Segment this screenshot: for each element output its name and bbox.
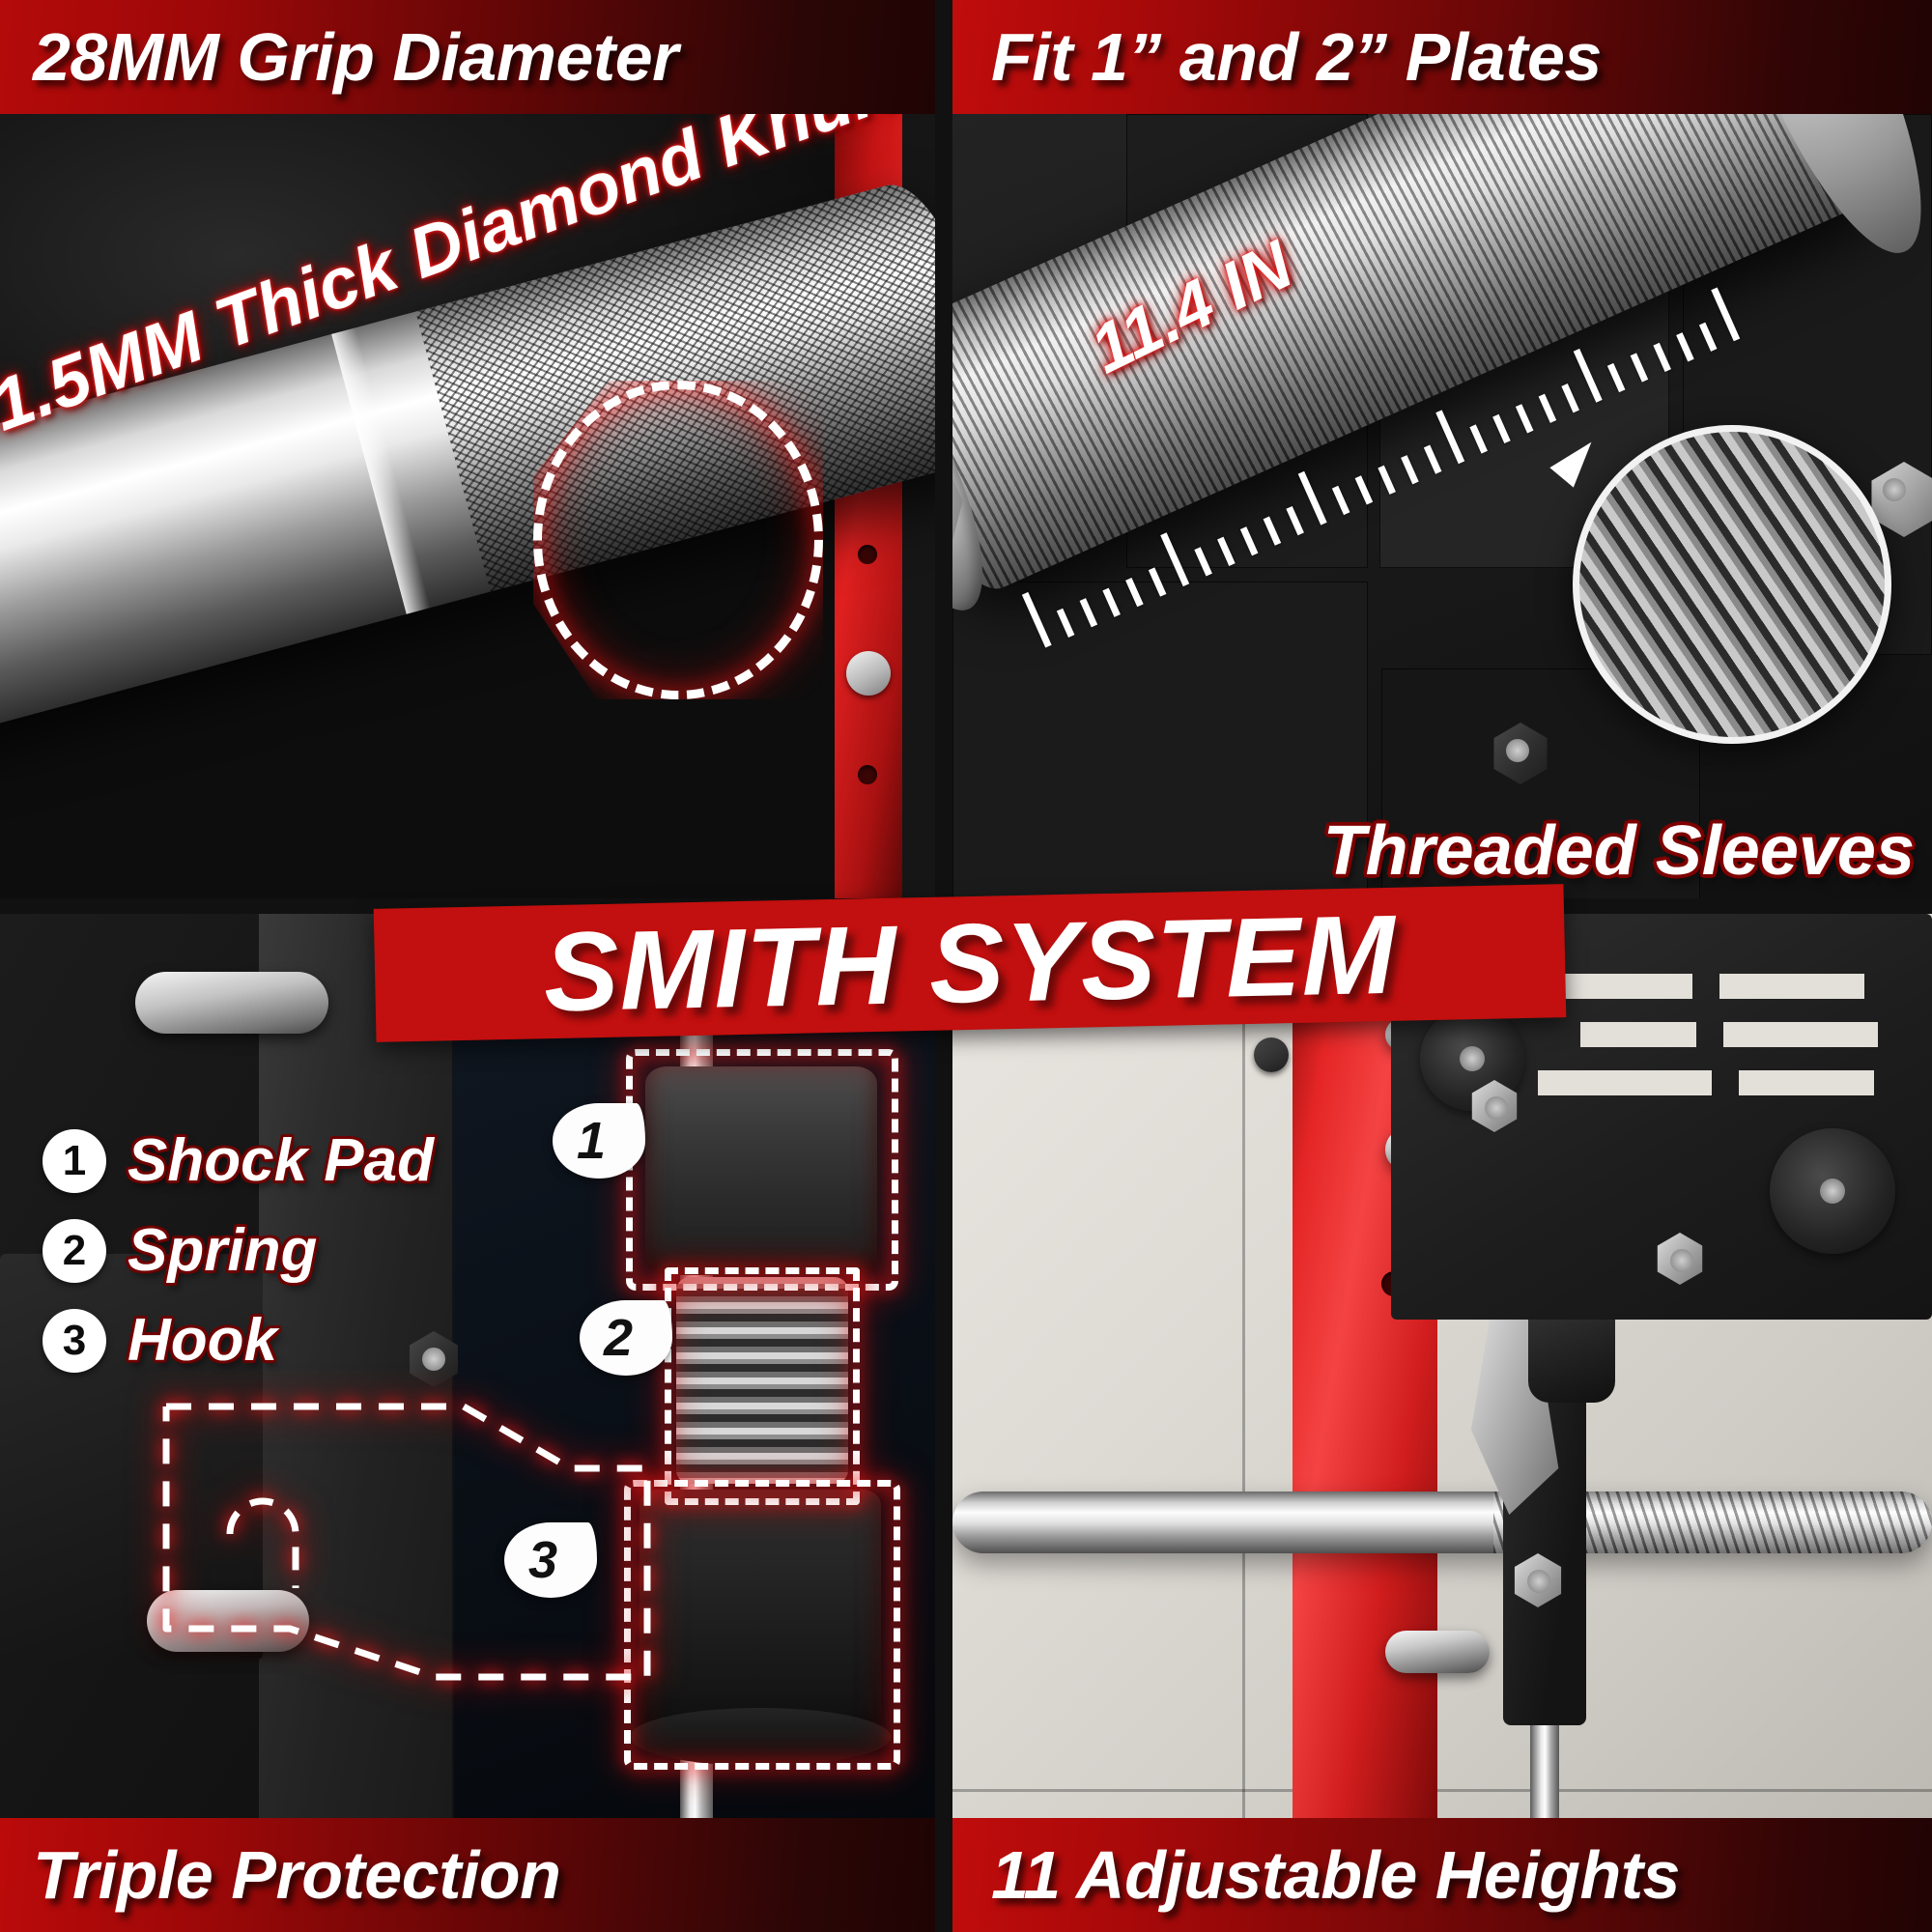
post-peg (846, 651, 891, 696)
floor-tile (952, 582, 1368, 898)
knurling-panel: 1.5MM Thick Diamond Knurling (0, 114, 935, 898)
sleeve-panel: 11.4 IN Threaded Sleeves (952, 114, 1932, 898)
knurl-edge-highlight (331, 327, 431, 614)
rail-knob (1254, 1037, 1289, 1072)
pin-marker-2: 2 (580, 1300, 672, 1376)
pin-number: 3 (527, 1531, 558, 1589)
safety-pin-bottom (147, 1590, 309, 1652)
pin-marker-1: 1 (553, 1103, 645, 1179)
pin-blob (580, 1300, 672, 1376)
frame-slot (1580, 1022, 1696, 1047)
pin-number: 2 (603, 1309, 634, 1367)
safety-pin-top (135, 972, 328, 1034)
spring-part (676, 1277, 848, 1484)
footer-bar-bottom-left: Triple Protection (0, 1818, 935, 1932)
wall-seam (1242, 914, 1245, 1818)
knurl-highlight-dashed-circle (533, 381, 823, 699)
spring-highlight (665, 1267, 860, 1505)
legend-label: Hook (128, 1307, 277, 1374)
hex-nut (1657, 1233, 1703, 1285)
banner-title: SMITH SYSTEM (542, 891, 1398, 1036)
hook-collar-highlight (624, 1480, 900, 1770)
pin-number: 1 (576, 1112, 607, 1170)
legend-badge: 2 (43, 1218, 106, 1283)
legend-badge: 1 (43, 1128, 106, 1193)
threaded-sleeves-label: Threaded Sleeves (1322, 812, 1915, 890)
footer-title-triple-protection: Triple Protection (33, 1837, 561, 1913)
legend-label: Spring (128, 1217, 318, 1284)
frame-slot (1538, 1070, 1712, 1095)
header-title-grip-diameter: 28MM Grip Diameter (33, 19, 678, 95)
rail-pin (1385, 1631, 1490, 1673)
pin-blob (504, 1522, 597, 1598)
legend-item-hook: 3 Hook (43, 1306, 434, 1375)
pin-marker-3: 3 (504, 1522, 597, 1598)
legend-item-spring: 2 Spring (43, 1216, 434, 1285)
frame-slot (1723, 1022, 1878, 1047)
smith-system-banner: SMITH SYSTEM (373, 884, 1567, 1042)
sleeve-end-cap (952, 324, 1011, 629)
smith-machine-barbell (952, 1492, 1932, 1553)
thread-closeup-magnifier (1573, 425, 1891, 744)
legend-label: Shock Pad (128, 1127, 434, 1194)
frame-slot (1739, 1070, 1874, 1095)
hook-arm-highlight (162, 1403, 651, 1681)
post-bolt-hole (858, 765, 877, 784)
shock-pad-highlight (626, 1049, 898, 1291)
hook-collar-part (630, 1490, 891, 1766)
footer-title-adjustable-heights: 11 Adjustable Heights (991, 1837, 1680, 1913)
legend-item-shock-pad: 1 Shock Pad (43, 1126, 434, 1195)
footer-bar-bottom-right: 11 Adjustable Heights (952, 1818, 1932, 1932)
protection-legend: 1 Shock Pad 2 Spring 3 Hook (43, 1126, 434, 1396)
hex-bolt (1493, 723, 1548, 784)
legend-badge: 3 (43, 1308, 106, 1373)
adjustable-heights-panel (952, 914, 1932, 1818)
triple-protection-panel: 1 2 3 1 Shock Pad 2 Spring 3 Hook (0, 914, 935, 1818)
header-bar-top-right: Fit 1” and 2” Plates (952, 0, 1932, 114)
header-bar-top-left: 28MM Grip Diameter (0, 0, 935, 114)
wall-seam (952, 1789, 1932, 1792)
pin-blob (553, 1103, 645, 1179)
frame-slot (1719, 974, 1864, 999)
shock-pad-part (645, 1066, 877, 1275)
header-title-fit-plates: Fit 1” and 2” Plates (991, 19, 1602, 95)
post-bolt-hole (858, 545, 877, 564)
hex-nut (1471, 1080, 1518, 1132)
pulley-wheel (1770, 1128, 1895, 1254)
hex-nut (1514, 1553, 1562, 1607)
